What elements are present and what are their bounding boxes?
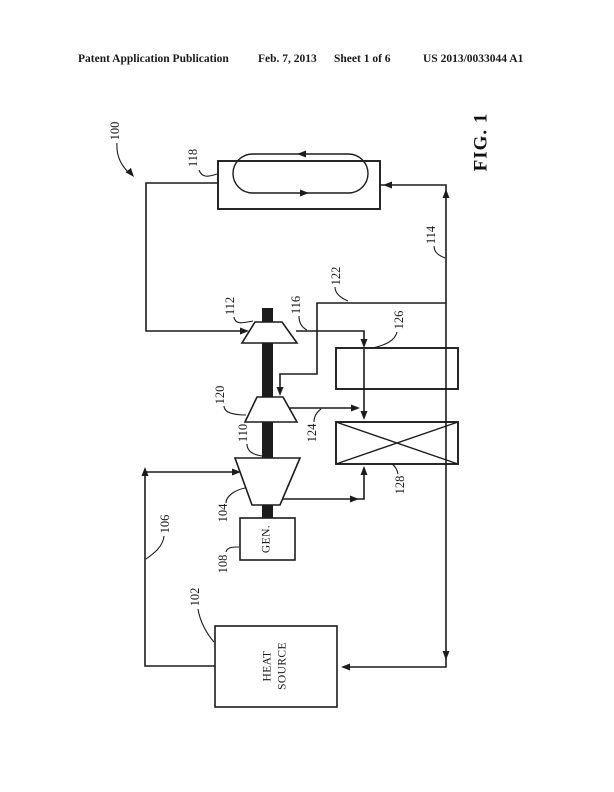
ref-label-110: 110: [236, 424, 250, 442]
recuperator-128-box: [335, 421, 459, 465]
condenser-loop-oval: [232, 153, 369, 194]
header-sheet-number: Sheet 1 of 6: [334, 53, 391, 65]
leader-104: [225, 487, 246, 504]
ref-label-126: 126: [392, 311, 406, 330]
arrow-right-header-down: [442, 651, 450, 660]
figure-number-label: FIG. 1: [470, 113, 491, 172]
leader-110: [246, 443, 263, 457]
turbine-104-symbol: [233, 457, 302, 506]
conduit-114-line: [343, 184, 447, 668]
ref-label-112: 112: [223, 297, 237, 315]
heat-source-102-box: [214, 625, 338, 708]
ref-label-124: 124: [305, 423, 319, 443]
arrow-loop-bottom-right: [300, 189, 309, 197]
ref-label-114: 114: [424, 225, 438, 244]
arrow-into-turbine-112: [240, 327, 249, 335]
ref-label-122: 122: [329, 267, 343, 286]
arrow-into-recuperator-bottom: [360, 466, 368, 475]
leader-114: [433, 245, 446, 259]
leader-124: [313, 408, 322, 423]
generator-108-box: [239, 517, 296, 561]
generator-text: GEN.: [261, 525, 273, 553]
arrow-into-turbine-104: [232, 468, 241, 476]
ref-label-118: 118: [186, 149, 200, 167]
ref-label-104: 104: [216, 503, 230, 523]
ref-label-106: 106: [158, 515, 172, 534]
conduit-116-line: [296, 330, 365, 345]
heat-source-text-line1: HEAT: [262, 651, 274, 682]
leader-102: [197, 608, 215, 643]
sheet-header: Patent Application Publication Feb. 7, 2…: [0, 53, 614, 69]
heat-source-text-line2: SOURCE: [277, 642, 289, 690]
ref-label-102: 102: [188, 588, 202, 607]
turbine-120-symbol: [243, 396, 299, 423]
ref-label-128: 128: [393, 476, 407, 495]
heat-exchanger-126-box: [335, 347, 459, 390]
arrow-104-outlet: [350, 495, 359, 503]
leader-106: [145, 535, 165, 560]
arrow-into-heat-source: [341, 663, 350, 671]
header-date: Feb. 7, 2013: [258, 53, 317, 65]
arrow-left-riser-up: [141, 467, 149, 476]
leader-108: [225, 546, 240, 553]
ref-label-108: 108: [216, 555, 230, 574]
arrow-loop-top-left: [297, 150, 306, 158]
arrow-right-header-up: [442, 189, 450, 198]
leader-116: [298, 315, 308, 331]
recuperator-cross-lines: [335, 421, 459, 465]
header-document-number: US 2013/0033044 A1: [423, 53, 524, 65]
ref-label-100: 100: [108, 122, 122, 141]
header-publication-title: Patent Application Publication: [78, 53, 229, 65]
ref-label-116: 116: [289, 296, 303, 314]
leader-120: [223, 405, 247, 416]
flow-arrowheads: [125, 150, 450, 671]
conduit-106-line: [144, 471, 238, 667]
leader-lines: [116, 142, 446, 643]
ref-label-120: 120: [213, 386, 227, 405]
leader-112: [233, 316, 254, 324]
arrow-into-turbine-120: [276, 387, 284, 396]
arrow-into-recuperator-top: [360, 411, 368, 420]
leader-128: [391, 463, 399, 475]
turbine-112-symbol: [240, 321, 299, 344]
conduit-to-turbine-112: [145, 182, 246, 332]
arrow-into-condenser: [383, 181, 392, 189]
arrow-124-into-riser: [351, 404, 360, 412]
arrow-into-hx-126: [360, 339, 368, 348]
leader-126: [372, 331, 398, 349]
arrow-ref-100-pointer: [125, 167, 134, 177]
conduit-122-line: [279, 302, 446, 393]
conduit-lines: [144, 182, 447, 668]
leader-122: [334, 286, 349, 302]
conduit-104-outlet: [283, 468, 365, 500]
reference-numerals: 100 118 112 116 122 114 126 120 110 124 …: [108, 122, 438, 607]
condenser-118-box: [217, 160, 381, 210]
leader-100: [116, 142, 130, 174]
leader-118: [198, 169, 218, 177]
